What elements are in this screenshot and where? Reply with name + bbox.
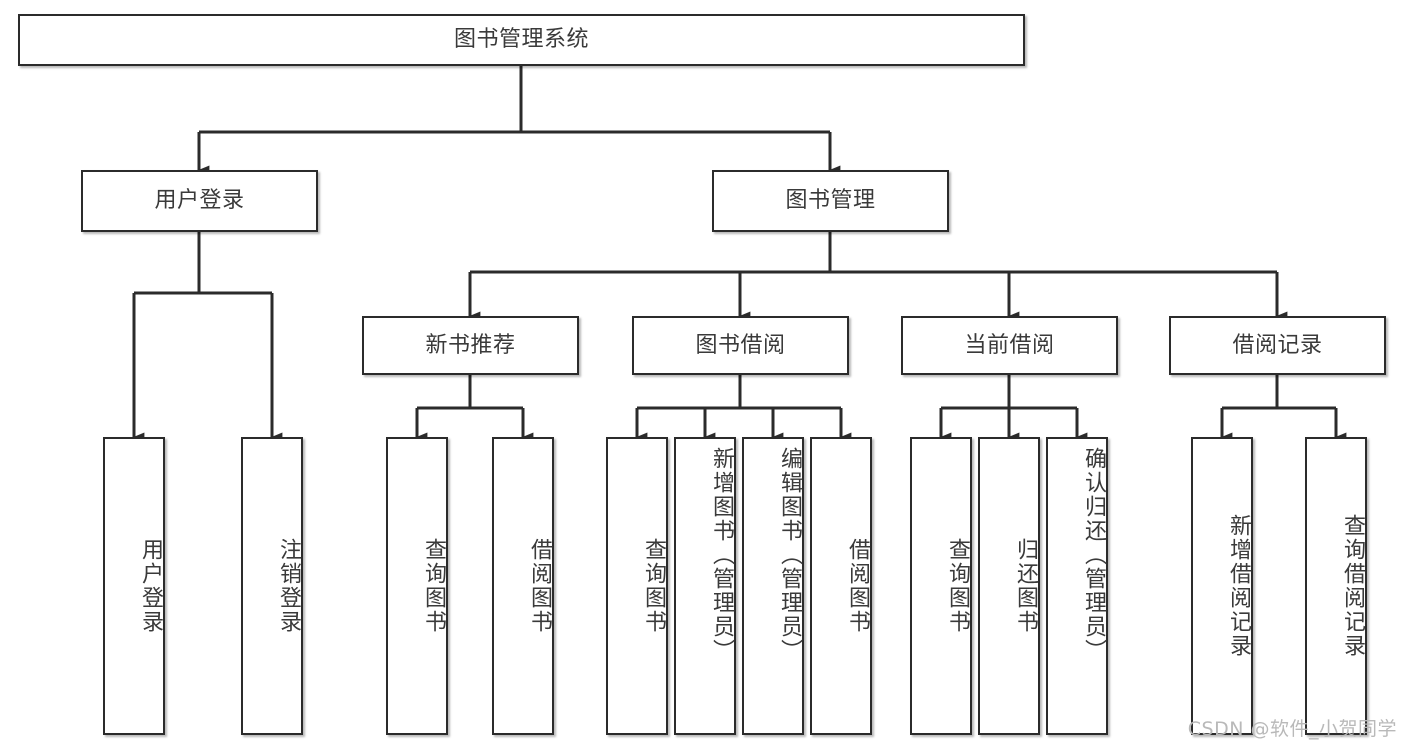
leaf-current-borrow-query-book[interactable]: 查询图书: [910, 437, 972, 735]
node-book-borrow[interactable]: 图书借阅: [632, 316, 849, 375]
node-label: 编辑图书（管理员）: [777, 447, 802, 663]
leaf-book-borrow-query-book[interactable]: 查询图书: [606, 437, 668, 735]
csdn-watermark: CSDN @软件_小贺同学: [1187, 718, 1397, 740]
leaf-book-borrow-borrow-book[interactable]: 借阅图书: [810, 437, 872, 735]
node-label: 查询图书: [421, 538, 446, 634]
node-borrow-records[interactable]: 借阅记录: [1169, 316, 1386, 375]
node-book-management[interactable]: 图书管理: [712, 170, 949, 232]
node-label: 查询图书: [641, 538, 666, 634]
node-label: 借阅图书: [845, 538, 870, 634]
leaf-current-borrow-confirm-return-admin[interactable]: 确认归还（管理员）: [1046, 437, 1108, 735]
leaf-new-book-borrow-book[interactable]: 借阅图书: [492, 437, 554, 735]
node-label: 注销登录: [276, 538, 301, 634]
node-label: 图书管理系统: [453, 27, 589, 53]
node-label: 图书管理: [785, 188, 876, 214]
node-label: 用户登录: [154, 188, 245, 214]
node-label: 确认归还（管理员）: [1081, 447, 1106, 663]
node-label: 借阅记录: [1232, 332, 1323, 358]
leaf-new-book-query-book[interactable]: 查询图书: [386, 437, 448, 735]
node-user-login[interactable]: 用户登录: [81, 170, 318, 232]
node-root-book-management-system[interactable]: 图书管理系统: [18, 14, 1025, 66]
node-label: 借阅图书: [527, 538, 552, 634]
node-label: 用户登录: [138, 538, 163, 634]
leaf-book-borrow-edit-book-admin[interactable]: 编辑图书（管理员）: [742, 437, 804, 735]
node-label: 查询图书: [945, 538, 970, 634]
leaf-user-login-login[interactable]: 用户登录: [103, 437, 165, 735]
node-label: 新书推荐: [425, 332, 516, 358]
leaf-user-login-logout[interactable]: 注销登录: [241, 437, 303, 735]
node-label: 新增借阅记录: [1226, 514, 1251, 658]
leaf-book-borrow-add-book-admin[interactable]: 新增图书（管理员）: [674, 437, 736, 735]
node-label: 当前借阅: [964, 332, 1055, 358]
leaf-borrow-records-query-record[interactable]: 查询借阅记录: [1305, 437, 1367, 735]
node-new-book-recommend[interactable]: 新书推荐: [362, 316, 579, 375]
node-label: 查询借阅记录: [1340, 514, 1365, 658]
leaf-borrow-records-add-record[interactable]: 新增借阅记录: [1191, 437, 1253, 735]
node-label: 归还图书: [1013, 538, 1038, 634]
node-label: 图书借阅: [695, 332, 786, 358]
leaf-current-borrow-return-book[interactable]: 归还图书: [978, 437, 1040, 735]
node-current-borrow[interactable]: 当前借阅: [901, 316, 1118, 375]
node-label: 新增图书（管理员）: [709, 447, 734, 663]
